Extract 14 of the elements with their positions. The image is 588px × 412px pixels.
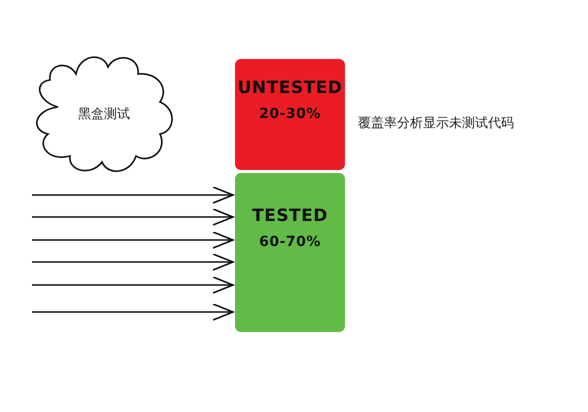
tested-block [235, 173, 345, 332]
percentage-label: 20-30% [259, 106, 321, 122]
arrow [32, 276, 234, 294]
block-title: TESTED [252, 206, 328, 226]
arrow [32, 303, 234, 321]
cloud-label: 黑盒测试 [78, 106, 130, 123]
arrow [32, 231, 234, 249]
percentage-label: 60-70% [259, 234, 321, 250]
arrow [32, 208, 234, 226]
block-title: UNTESTED [238, 78, 342, 98]
arrow [32, 186, 234, 204]
arrow [32, 253, 234, 271]
untested-block [235, 59, 345, 170]
annotation-text: 覆盖率分析显示未测试代码 [358, 115, 514, 132]
